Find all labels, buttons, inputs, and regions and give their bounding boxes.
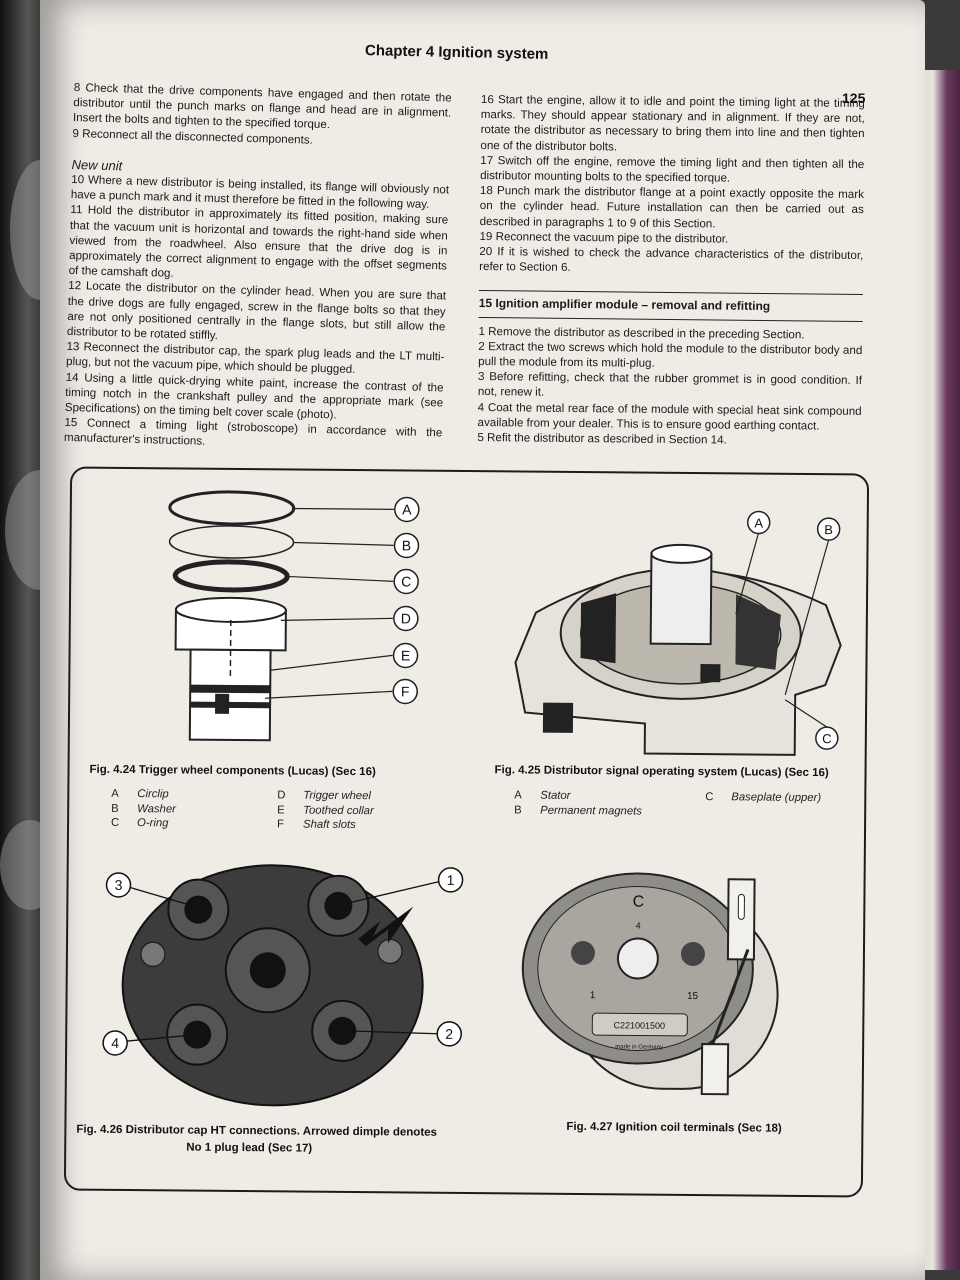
paragraph: 18 Punch mark the distributor flange at … [479,184,865,231]
callout-label: B [824,522,833,537]
callout-label: E [401,647,410,663]
paragraph: 4 Coat the metal rear face of the module… [477,400,862,433]
callout-label: 2 [445,1026,453,1042]
terminal-mark: C [633,893,645,910]
running-head: Chapter 4 Ignition system [364,42,549,63]
callout-label: 3 [115,877,123,893]
right-text-column: 16 Start the engine, allow it to idle an… [477,92,865,449]
callout-label: C [822,731,832,746]
callout-label: F [401,683,410,699]
fig-4-26-illustration: 1 2 3 4 [86,849,468,1122]
fig-4-26-caption-line-2: No 1 plug lead (Sec 17) [186,1141,313,1155]
fig-4-24-illustration: A B C D E F [130,479,432,762]
origin-mark: made in Germany [615,1044,663,1050]
fig-4-25-caption: Fig. 4.25 Distributor signal operating s… [494,764,829,780]
callout-label: D [401,610,411,626]
paragraph: 16 Start the engine, allow it to idle an… [480,92,865,154]
callout-label: 1 [447,872,455,888]
fig-4-25-illustration: A B C [495,492,857,765]
left-text-column: 8 Check that the drive components have e… [64,80,452,456]
terminal-mark: 15 [687,991,699,1002]
callout-label: C [401,573,411,589]
paragraph: 3 Before refitting, check that the rubbe… [477,370,863,400]
terminal-mark: 1 [590,990,596,1001]
callout-label: A [402,501,412,517]
callout-label: 4 [111,1035,119,1051]
fig-4-26-caption-line-1: Fig. 4.26 Distributor cap HT connections… [76,1123,438,1139]
page-number: 125 [842,90,866,106]
callout-label: A [754,516,763,531]
paragraph: 11 Hold the distributor in approximately… [68,203,449,281]
callout-label: B [402,537,411,553]
fig-4-27-caption: Fig. 4.27 Ignition coil terminals (Sec 1… [566,1120,782,1135]
part-number: C221001500 [613,1020,665,1030]
paragraph: 12 Locate the distributor on the cylinde… [66,279,447,343]
section-heading: 15 Ignition amplifier module – removal a… [478,290,863,322]
terminal-mark: 4 [636,920,641,930]
paragraph: 2 Extract the two screws which hold the … [478,339,863,370]
fig-4-24-caption: Fig. 4.24 Trigger wheel components (Luca… [89,763,376,779]
fig-4-27-illustration: C 4 1 15 C221001500 made in Germany [497,857,839,1100]
paragraph: 17 Switch off the engine, remove the tim… [480,153,865,185]
paragraph: 20 If it is wished to check the advance … [479,245,864,275]
manual-page: Chapter 4 Ignition system 125 8 Check th… [40,0,925,1280]
figure-frame: A B C D E F Fig. 4.24 Trigger wheel comp… [63,466,870,1198]
